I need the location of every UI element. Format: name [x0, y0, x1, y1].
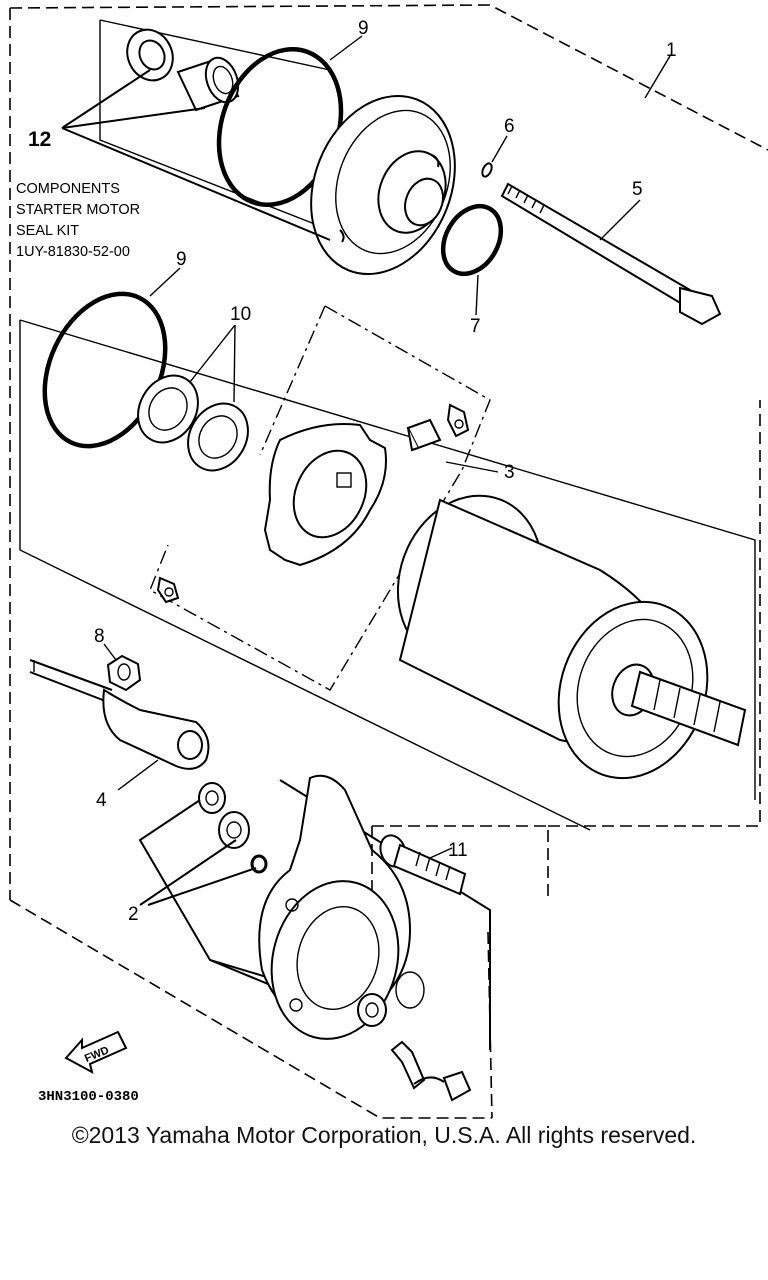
callout-9-top-leader: [329, 35, 363, 61]
callout-10: 10: [230, 304, 251, 325]
assembly-boundary: [9, 4, 768, 1119]
washers-2: [198, 782, 268, 874]
callout-5: 5: [632, 179, 643, 200]
callout-1: 1: [666, 40, 677, 61]
copyright-notice: ©2013 Yamaha Motor Corporation, U.S.A. A…: [71, 1122, 697, 1148]
callout-11-leader: [429, 847, 453, 859]
front-cover-group: [99, 19, 331, 231]
o-ring-6: [481, 162, 493, 178]
brush-block: [406, 418, 442, 452]
callout-8: 8: [94, 626, 105, 647]
terminal-lead: [29, 659, 210, 770]
kit-label-line3: SEAL KIT: [16, 223, 79, 239]
front-cover: [310, 94, 456, 276]
kit-label-line4: 1UY-81830-52-00: [16, 244, 130, 260]
rear-cover: [258, 774, 425, 1040]
callout-9-top: 9: [358, 18, 369, 39]
callout-4-leader: [117, 759, 159, 791]
callout-7: 7: [470, 316, 481, 337]
thrust-washers: [137, 374, 249, 472]
callout-8-leader: [103, 643, 117, 661]
callout-12-leaders: [61, 69, 331, 241]
callout-6-leader: [491, 135, 508, 163]
callout-5-leader: [599, 199, 641, 241]
bolt-11-group: [371, 825, 549, 1119]
callout-11: 11: [448, 840, 468, 861]
kit-label-line2: STARTER MOTOR: [16, 202, 140, 218]
callout-3-leader: [445, 461, 499, 473]
o-ring-7: [440, 203, 504, 277]
diagram-code: 3HN3100-0380: [38, 1089, 139, 1105]
callout-9-middle: 9: [176, 249, 187, 270]
callout-3: 3: [504, 462, 515, 483]
brush-plate: [263, 423, 387, 567]
callout-4: 4: [96, 790, 107, 811]
starter-motor-exploded-diagram: 1 2 3 4 5 6 7 8 9 9 10 11 12 COMPONENTS …: [9, 4, 768, 1119]
yoke-armature: [396, 494, 747, 780]
bolt-11: [379, 834, 467, 896]
callout-1-leader: [644, 55, 671, 99]
kit-label-line1: COMPONENTS: [16, 181, 120, 197]
brush-spring-bottom: [156, 576, 180, 604]
yoke-group-outline: [19, 319, 756, 831]
through-bolt: [500, 182, 722, 326]
oil-seal: [126, 28, 174, 82]
terminal-brush: [390, 1040, 472, 1102]
fwd-arrow-icon: FWD: [64, 1030, 128, 1074]
brush-holder-group: [149, 305, 491, 691]
needle-bearing: [176, 56, 240, 112]
callout-12: 12: [28, 128, 51, 151]
callout-10-leader-b: [233, 324, 236, 403]
callout-9-middle-leader: [149, 267, 181, 297]
callout-7-leader: [475, 274, 479, 316]
callout-2: 2: [128, 904, 139, 925]
brush-spring-top: [446, 403, 470, 438]
callout-10-leader-a: [189, 324, 236, 383]
nut-8: [106, 654, 142, 692]
callout-6: 6: [504, 116, 515, 137]
